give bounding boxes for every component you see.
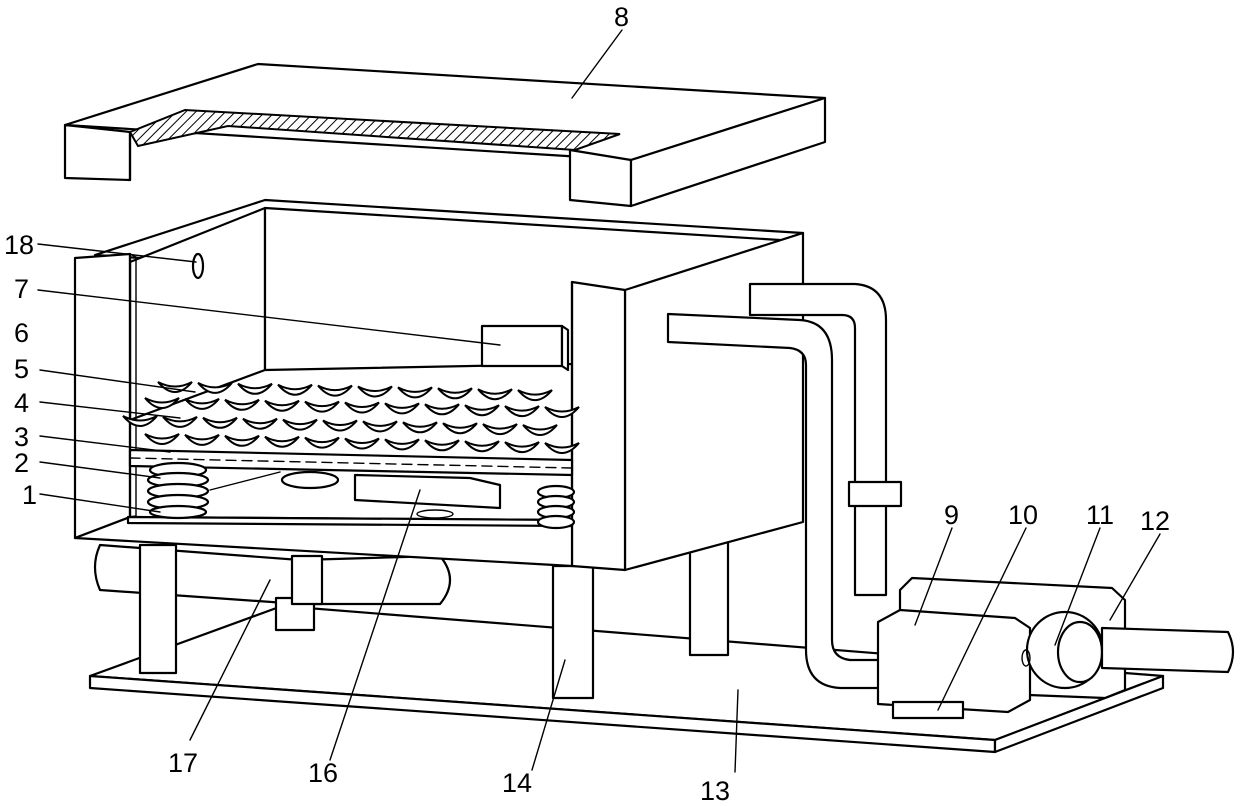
scale-element — [225, 436, 259, 446]
label-8: 8 — [614, 2, 629, 32]
label-13: 13 — [700, 776, 730, 806]
scale-element — [523, 425, 557, 435]
label-11: 11 — [1086, 500, 1114, 530]
lid — [65, 64, 825, 206]
label-9: 9 — [944, 500, 959, 530]
scale-element — [505, 406, 539, 416]
scale-element — [318, 386, 352, 396]
scale-element — [465, 441, 499, 451]
scale-element — [385, 439, 419, 449]
scale-element — [505, 442, 539, 452]
scale-element — [358, 387, 392, 397]
scale-element — [425, 440, 459, 450]
sensor-block — [482, 326, 568, 370]
label-2: 2 — [14, 448, 29, 478]
scale-element — [305, 438, 339, 448]
label-17: 17 — [168, 748, 198, 778]
scale-element — [345, 403, 379, 413]
label-7: 7 — [14, 274, 29, 304]
label-18: 18 — [4, 230, 34, 260]
vibration-motor — [210, 472, 500, 518]
scale-element — [278, 385, 312, 395]
scale-element — [185, 435, 219, 445]
scale-element — [238, 384, 272, 394]
label-12: 12 — [1140, 506, 1170, 536]
spring-right — [538, 486, 574, 528]
label-4: 4 — [14, 388, 29, 418]
hole-18 — [193, 254, 203, 278]
scale-element — [443, 423, 477, 433]
scale-element — [203, 418, 237, 428]
scale-element — [425, 404, 459, 414]
pump-assembly — [878, 578, 1233, 718]
label-10: 10 — [1008, 500, 1038, 530]
scale-element — [265, 437, 299, 447]
scale-element — [345, 439, 379, 449]
scale-element — [398, 387, 432, 397]
scale-element — [483, 424, 517, 434]
spring-left — [148, 463, 208, 518]
scale-element — [225, 400, 259, 410]
label-14: 14 — [502, 768, 532, 798]
scale-element — [265, 401, 299, 411]
scale-element — [403, 422, 437, 432]
label-1: 1 — [22, 480, 37, 510]
scale-element — [465, 405, 499, 415]
label-16: 16 — [308, 758, 338, 788]
scale-element — [145, 434, 179, 444]
scale-element — [518, 390, 552, 400]
scale-element — [243, 419, 277, 429]
scale-element — [478, 389, 512, 399]
scale-element — [305, 402, 339, 412]
scale-element — [363, 421, 397, 431]
scale-element — [385, 403, 419, 413]
label-6: 6 — [14, 318, 29, 348]
scale-element — [323, 421, 357, 431]
scale-element — [438, 388, 472, 398]
scale-element — [283, 420, 317, 430]
scale-element — [185, 399, 219, 409]
label-5: 5 — [14, 354, 29, 384]
